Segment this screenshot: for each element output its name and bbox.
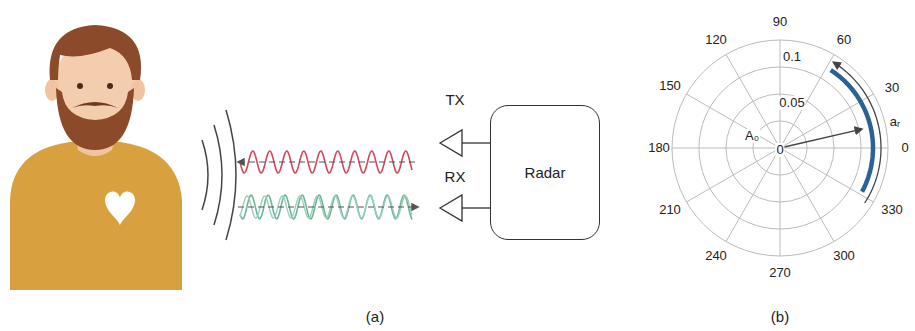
panel-caption: (a) [366, 309, 384, 326]
node-label: Radar [525, 164, 566, 181]
grid-spoke [780, 40, 781, 148]
vector-label: A₀ [744, 129, 760, 143]
rx-arrow [238, 206, 418, 207]
angle-label: 90 [773, 15, 787, 29]
angle-label: 120 [705, 33, 727, 47]
angle-label: 180 [648, 141, 670, 155]
grid-circle [672, 40, 888, 256]
tx-wave [240, 151, 412, 173]
tx-antenna [440, 130, 462, 156]
angle-label: 330 [881, 203, 903, 217]
rx-antenna [440, 195, 462, 221]
grid-spoke [672, 148, 780, 149]
panel-caption: (b) [771, 309, 789, 326]
angle-label: 0 [901, 141, 908, 155]
antenna-label: RX [445, 169, 466, 186]
arc-label: aᵣ [890, 115, 900, 129]
radar-waves [240, 151, 412, 220]
grid-spoke [686, 94, 780, 148]
radius-label: 0 [775, 143, 784, 157]
angle-label: 60 [837, 33, 851, 47]
radius-label: 0.1 [782, 50, 802, 64]
grid-spoke [726, 54, 780, 148]
grid-spoke [780, 148, 834, 242]
angle-label: 150 [659, 79, 681, 93]
angle-label: 240 [705, 249, 727, 263]
angle-label: 270 [769, 266, 791, 280]
angle-label: 30 [885, 81, 899, 95]
range-arc [834, 62, 881, 203]
grid-spoke [726, 148, 780, 242]
tx-wire [462, 142, 490, 143]
grid-spoke [686, 148, 780, 202]
polar-plot [672, 40, 888, 256]
antenna-label: TX [445, 92, 464, 109]
tx-arrow [238, 161, 415, 162]
amplitude-vector [780, 129, 862, 148]
angle-label: 300 [833, 249, 855, 263]
rx-wire [462, 207, 490, 208]
grid-spoke [780, 148, 781, 256]
rx-wave [240, 196, 412, 218]
grid-spoke [780, 148, 874, 202]
radius-label: 0.05 [778, 96, 805, 110]
angle-label: 210 [659, 203, 681, 217]
radar-box: Radar [490, 105, 600, 240]
rx-wave [240, 195, 412, 220]
person-figure [10, 25, 236, 290]
